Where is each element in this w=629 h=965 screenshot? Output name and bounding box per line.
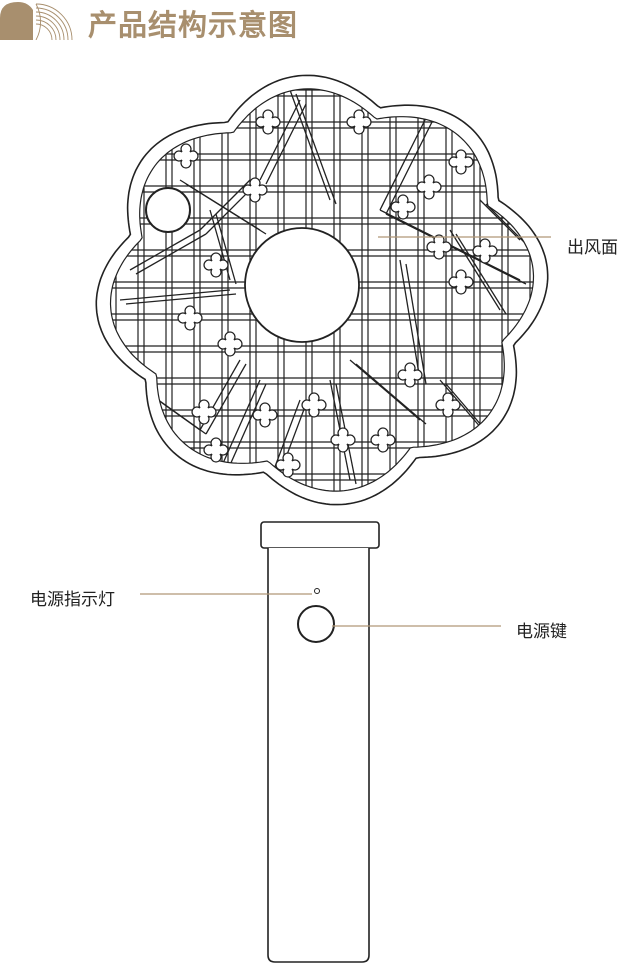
flower-ornament (173, 143, 199, 169)
flower-ornament (275, 452, 301, 478)
flower-ornament (252, 402, 278, 428)
branch (225, 383, 267, 475)
power-indicator-light (314, 588, 320, 594)
flower-ornament (448, 269, 474, 295)
branch (275, 403, 307, 485)
center-hub (244, 227, 360, 343)
handle-neck (260, 521, 380, 549)
page-title: 产品结构示意图 (88, 8, 299, 42)
side-ornament (145, 187, 191, 233)
fan-handle (260, 521, 380, 963)
brand-logo-icon (0, 2, 73, 40)
branch (129, 229, 201, 271)
branch (219, 379, 261, 471)
flower-ornament (397, 362, 423, 388)
flower-ornament (217, 331, 243, 357)
branch (449, 229, 501, 311)
branch (399, 259, 421, 381)
branch (349, 359, 421, 421)
flower-ornament (203, 252, 229, 278)
flower-ornament (346, 109, 372, 135)
branch (125, 293, 237, 305)
branch (269, 399, 301, 481)
handle-body (267, 548, 370, 963)
branch (259, 99, 301, 181)
branch (479, 199, 521, 241)
branch (379, 109, 431, 211)
flower-ornament (330, 427, 356, 453)
air-outlet-label: 出风面 (567, 238, 618, 258)
branch (405, 263, 427, 385)
branch (135, 233, 207, 275)
flower-ornament (416, 174, 442, 200)
branch (119, 289, 231, 301)
flower-ornament (203, 437, 229, 463)
branch (295, 93, 337, 205)
power-button-label: 电源键 (516, 622, 567, 642)
branch (265, 103, 307, 185)
flower-ornament (370, 427, 396, 453)
branch (185, 183, 267, 235)
flower-decorations (173, 109, 498, 478)
branch (385, 113, 437, 215)
branch (355, 363, 427, 425)
branch (215, 213, 237, 285)
flower-ornament (242, 177, 268, 203)
flower-ornament (191, 399, 217, 425)
branch-decoration (119, 89, 527, 485)
branch (385, 213, 527, 285)
flower-ornament (390, 194, 416, 220)
branch (455, 233, 507, 315)
flower-ornament (301, 392, 327, 418)
fan-head (95, 74, 549, 506)
flower-ornament (177, 305, 203, 331)
flower-ornament (448, 149, 474, 175)
power-indicator-label: 电源指示灯 (30, 590, 115, 610)
flower-ornament (255, 109, 281, 135)
branch (199, 179, 251, 231)
flower-ornament (435, 392, 461, 418)
branch (205, 363, 247, 435)
power-button[interactable] (297, 605, 335, 643)
leader-lines (140, 236, 551, 627)
flower-ornament (472, 238, 498, 264)
fan-head-outline (95, 74, 549, 506)
branch (289, 89, 331, 201)
